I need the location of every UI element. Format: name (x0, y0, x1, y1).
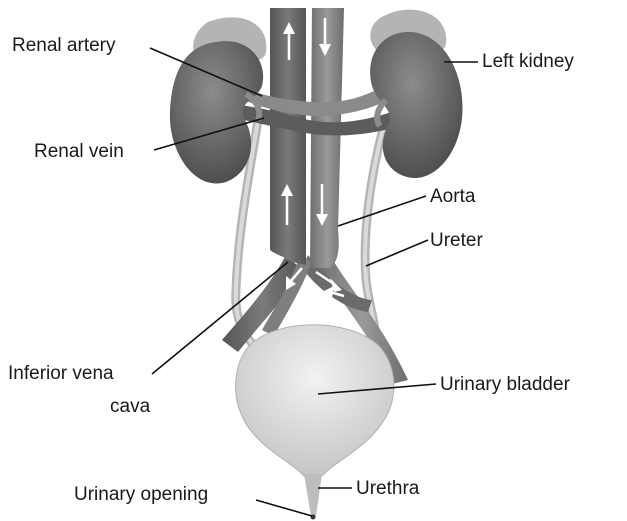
label-renal-vein: Renal vein (34, 141, 124, 162)
leader-aorta (338, 196, 426, 226)
leader-urinary-opening (256, 500, 312, 516)
label-urinary-opening: Urinary opening (74, 484, 208, 505)
label-inferior-vena-cava-line1: Inferior vena (8, 363, 114, 384)
label-aorta: Aorta (430, 186, 476, 207)
label-inferior-vena-cava-line2: cava (110, 396, 151, 417)
label-urethra: Urethra (356, 478, 420, 499)
leader-ureter (366, 240, 428, 266)
urethra (304, 474, 322, 516)
label-urinary-bladder: Urinary bladder (440, 374, 571, 395)
label-renal-artery: Renal artery (12, 35, 116, 56)
left-kidney (370, 10, 462, 178)
label-left-kidney: Left kidney (482, 51, 574, 72)
urinary-bladder (236, 325, 394, 476)
label-ureter: Ureter (430, 230, 483, 251)
